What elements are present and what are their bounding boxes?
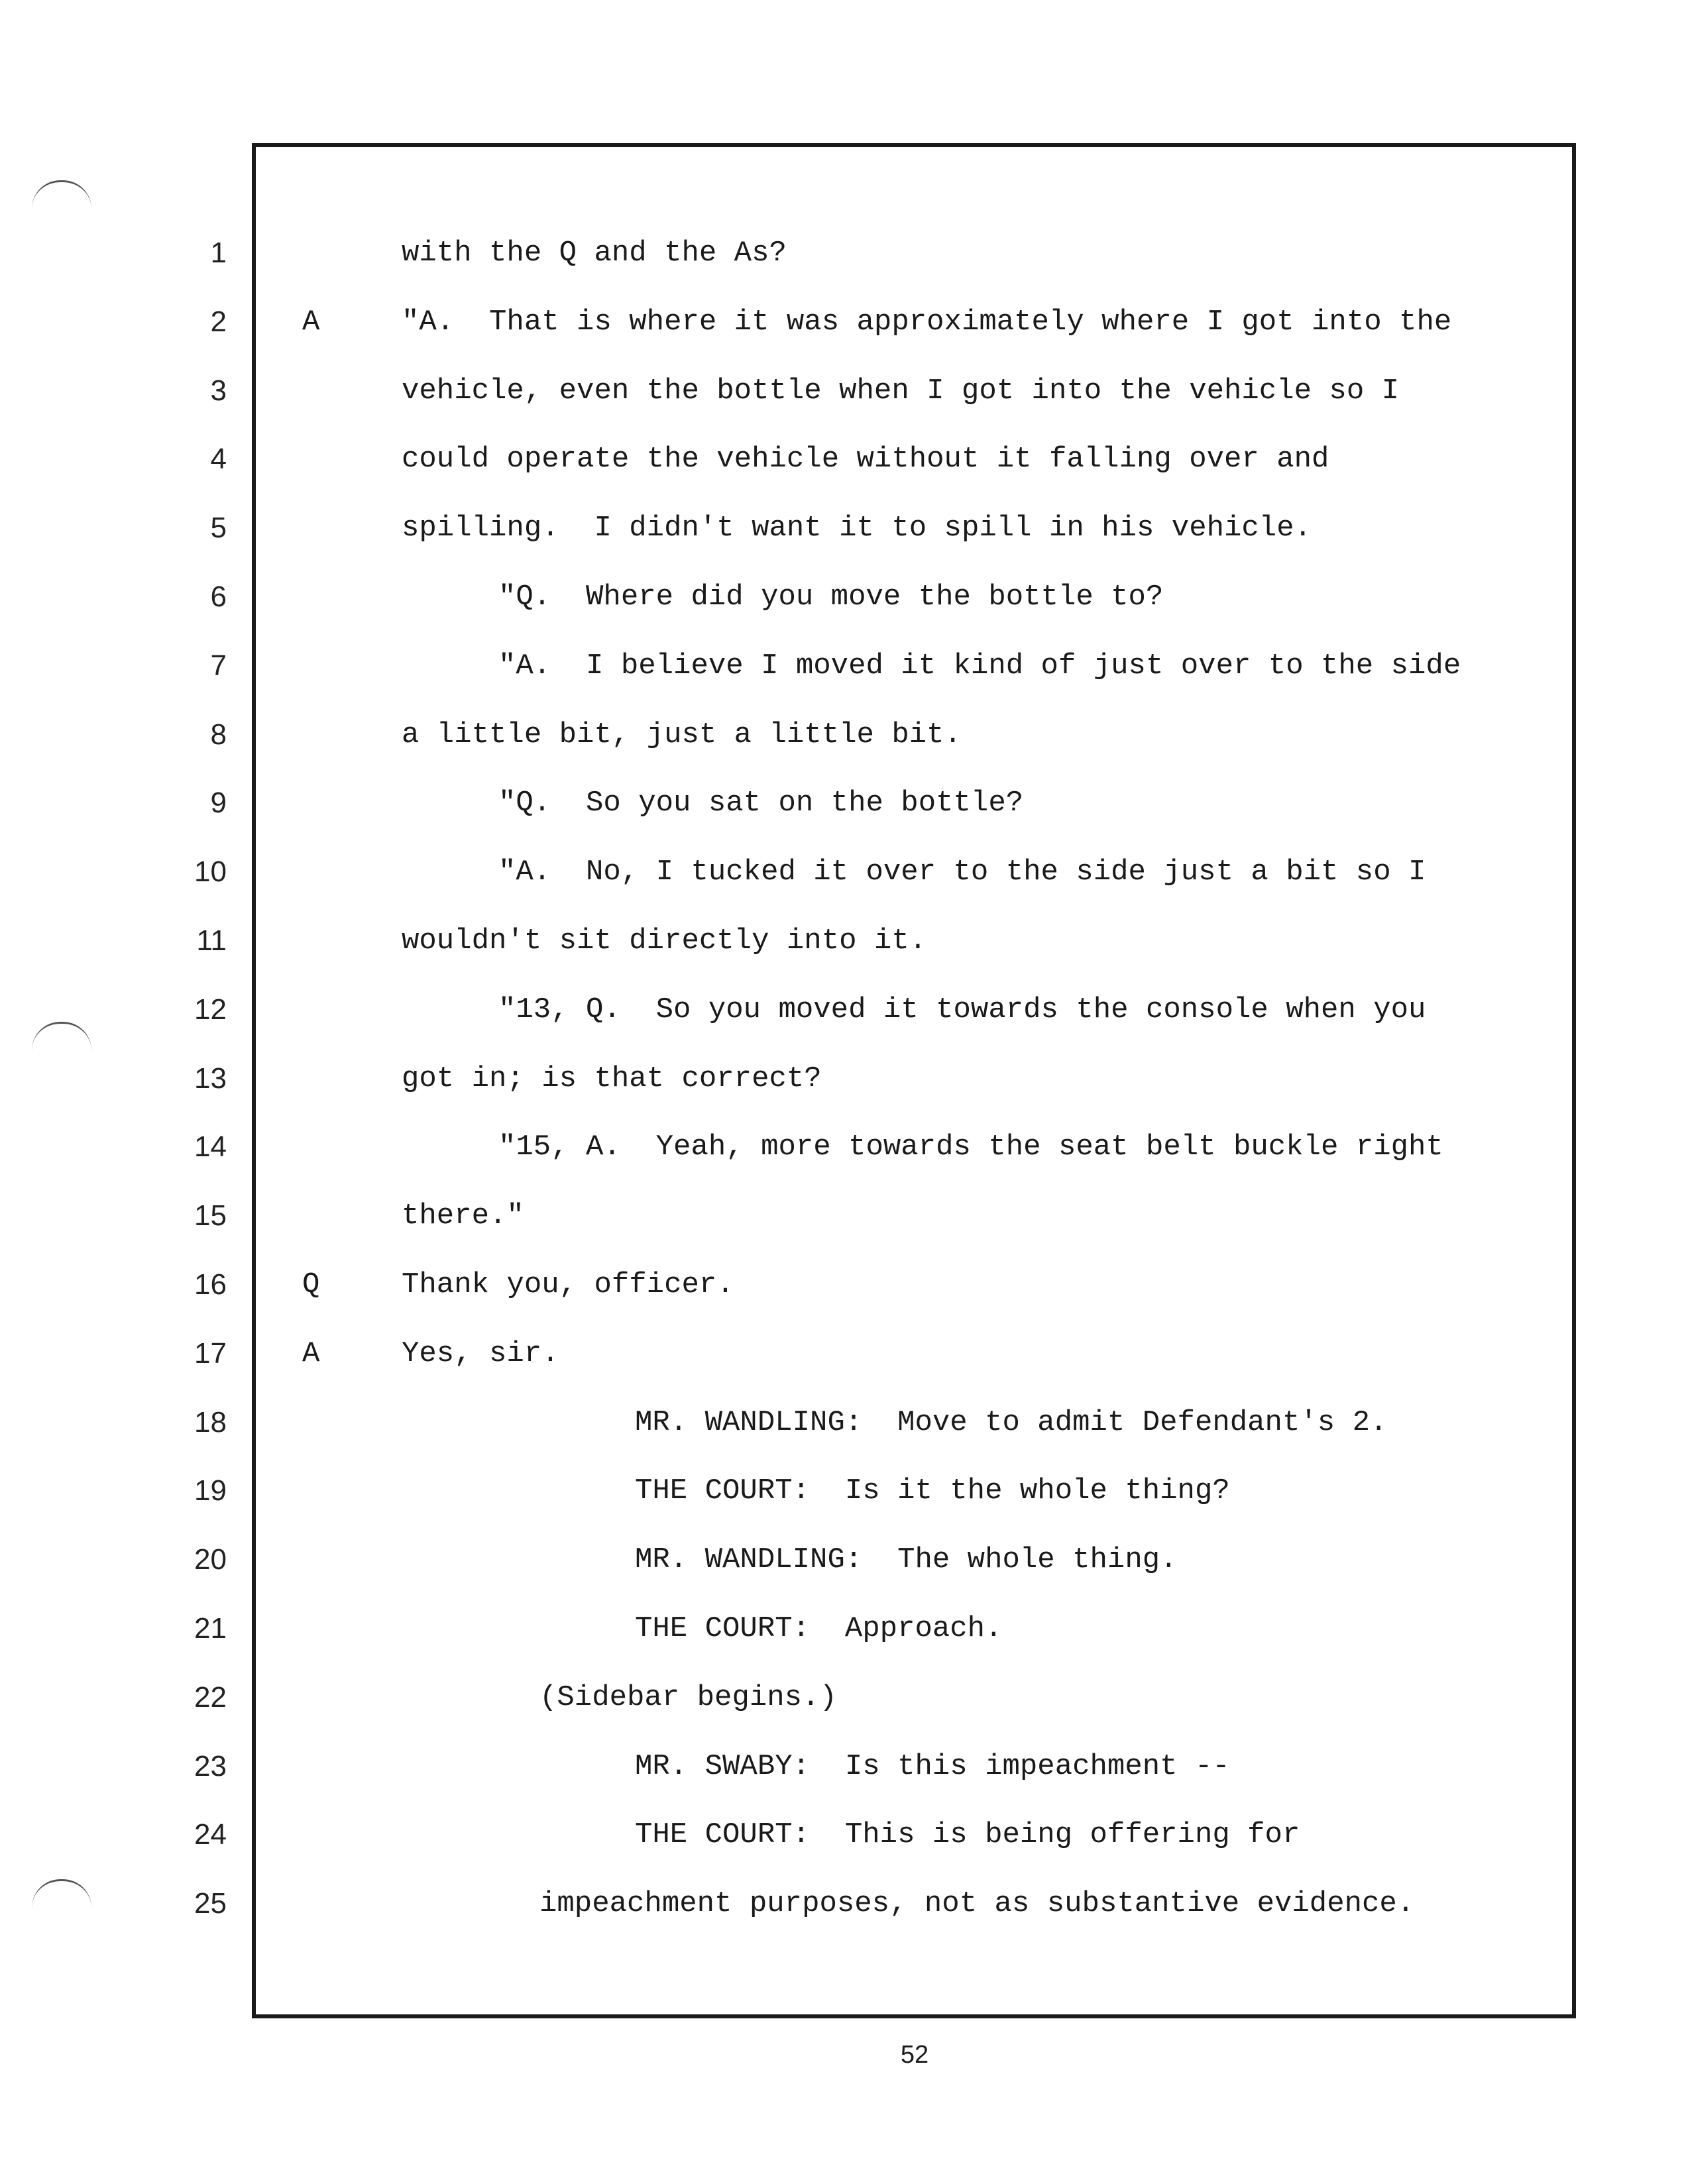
transcript-line: "A. I believe I moved it kind of just ov…: [498, 649, 1461, 682]
transcript-line: "Q. So you sat on the bottle?: [498, 787, 1024, 820]
line-number: 18: [194, 1405, 227, 1439]
line-number: 5: [210, 512, 227, 545]
transcript-line: got in; is that correct?: [402, 1062, 822, 1095]
line-number: 12: [194, 993, 227, 1026]
transcript-line: Yes, sir.: [402, 1337, 559, 1370]
transcript-line: THE COURT: Approach.: [635, 1612, 1003, 1645]
transcript-line: THE COURT: This is being offering for: [635, 1818, 1300, 1852]
transcript-line: a little bit, just a little bit.: [402, 718, 962, 751]
line-number: 9: [210, 787, 227, 820]
line-number: 22: [194, 1680, 227, 1714]
line-number: 7: [210, 649, 227, 682]
line-number: 20: [194, 1543, 227, 1576]
line-number: 10: [194, 855, 227, 889]
binder-hole-mark: [32, 1879, 91, 1908]
line-number: 13: [194, 1062, 227, 1095]
line-number: 3: [210, 374, 227, 407]
line-number: 23: [194, 1749, 227, 1782]
line-number: 25: [194, 1887, 227, 1920]
line-number: 6: [210, 580, 227, 613]
transcript-line: spilling. I didn't want it to spill in h…: [402, 512, 1312, 545]
page-number: 52: [900, 2041, 929, 2069]
transcript-line: THE COURT: Is it the whole thing?: [635, 1474, 1230, 1508]
transcript-line: (Sidebar begins.): [539, 1680, 837, 1714]
transcript-line: "15, A. Yeah, more towards the seat belt…: [498, 1130, 1443, 1164]
transcript-line: MR. SWABY: Is this impeachment --: [635, 1749, 1230, 1783]
binder-hole-mark: [32, 180, 91, 209]
line-number: 8: [210, 718, 227, 751]
transcript-line: vehicle, even the bottle when I got into…: [402, 374, 1400, 408]
line-number: 11: [196, 924, 227, 957]
speaker-label: A: [302, 1337, 320, 1370]
line-number: 17: [194, 1337, 227, 1370]
binder-hole-mark: [32, 1022, 91, 1050]
line-number: 2: [210, 305, 227, 338]
line-number: 14: [194, 1130, 227, 1164]
transcript-line: MR. WANDLING: Move to admit Defendant's …: [635, 1405, 1388, 1439]
transcript-line: "A. No, I tucked it over to the side jus…: [498, 855, 1426, 889]
transcript-line: Thank you, officer.: [402, 1268, 734, 1301]
speaker-label: Q: [302, 1268, 320, 1301]
line-number: 24: [194, 1818, 227, 1851]
line-number: 15: [194, 1199, 227, 1232]
transcript-line: "Q. Where did you move the bottle to?: [498, 580, 1164, 614]
line-number: 21: [194, 1612, 227, 1645]
line-number: 16: [194, 1268, 227, 1301]
line-number: 4: [210, 443, 227, 476]
transcript-line: with the Q and the As?: [402, 237, 787, 270]
speaker-label: A: [302, 305, 320, 339]
transcript-line: "13, Q. So you moved it towards the cons…: [498, 993, 1426, 1026]
transcript-line: there.": [402, 1199, 524, 1233]
transcript-line: could operate the vehicle without it fal…: [402, 443, 1329, 476]
transcript-line: MR. WANDLING: The whole thing.: [635, 1543, 1178, 1577]
transcript-line: "A. That is where it was approximately w…: [402, 305, 1452, 339]
transcript-line: impeachment purposes, not as substantive…: [539, 1887, 1415, 1921]
line-number: 1: [210, 237, 227, 269]
transcript-frame: [252, 143, 1576, 2018]
transcript-line: wouldn't sit directly into it.: [402, 924, 927, 957]
line-number: 19: [194, 1474, 227, 1507]
